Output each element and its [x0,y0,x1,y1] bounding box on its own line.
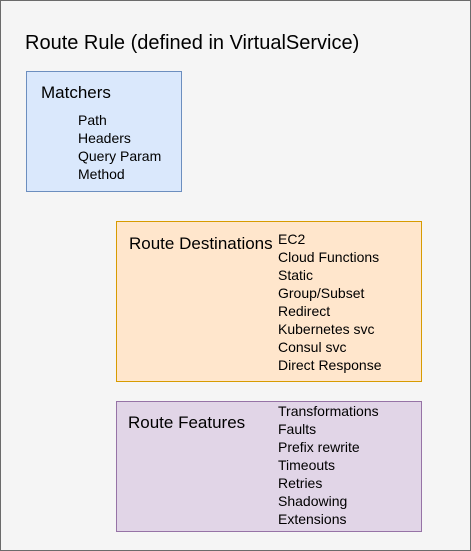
feature-item: Retries [278,475,323,491]
route-destinations-box: Route Destinations EC2 Cloud Functions S… [116,221,422,382]
route-features-heading: Route Features [128,413,246,432]
route-destinations-list: EC2 Cloud Functions Static Group/Subset … [278,230,382,374]
destination-item: Kubernetes svc [278,321,375,337]
route-rule-title: Route Rule (defined in VirtualService) [25,32,360,54]
matchers-list: Path Headers Query Param Method [78,111,161,183]
matchers-box: Matchers Path Headers Query Param Method [26,71,182,192]
feature-item: Transformations [278,403,379,419]
matcher-item: Method [78,166,125,182]
route-features-list: Transformations Faults Prefix rewrite Ti… [278,402,379,528]
route-features-box: Route Features Transformations Faults Pr… [116,401,422,532]
feature-item: Shadowing [278,493,348,509]
feature-item: Extensions [278,511,347,527]
matchers-heading: Matchers [41,83,111,102]
destination-item: Direct Response [278,357,382,373]
destination-item: EC2 [278,231,306,247]
feature-item: Prefix rewrite [278,439,360,455]
destination-item: Redirect [278,303,331,319]
feature-item: Timeouts [278,457,336,473]
destination-item: Group/Subset [278,285,365,301]
feature-item: Faults [278,421,317,437]
matcher-item: Headers [78,130,131,146]
route-destinations-heading: Route Destinations [129,234,273,253]
matcher-item: Query Param [78,148,162,164]
destination-item: Consul svc [278,339,347,355]
destination-item: Static [278,267,314,283]
matcher-item: Path [78,112,107,128]
destination-item: Cloud Functions [278,249,380,265]
